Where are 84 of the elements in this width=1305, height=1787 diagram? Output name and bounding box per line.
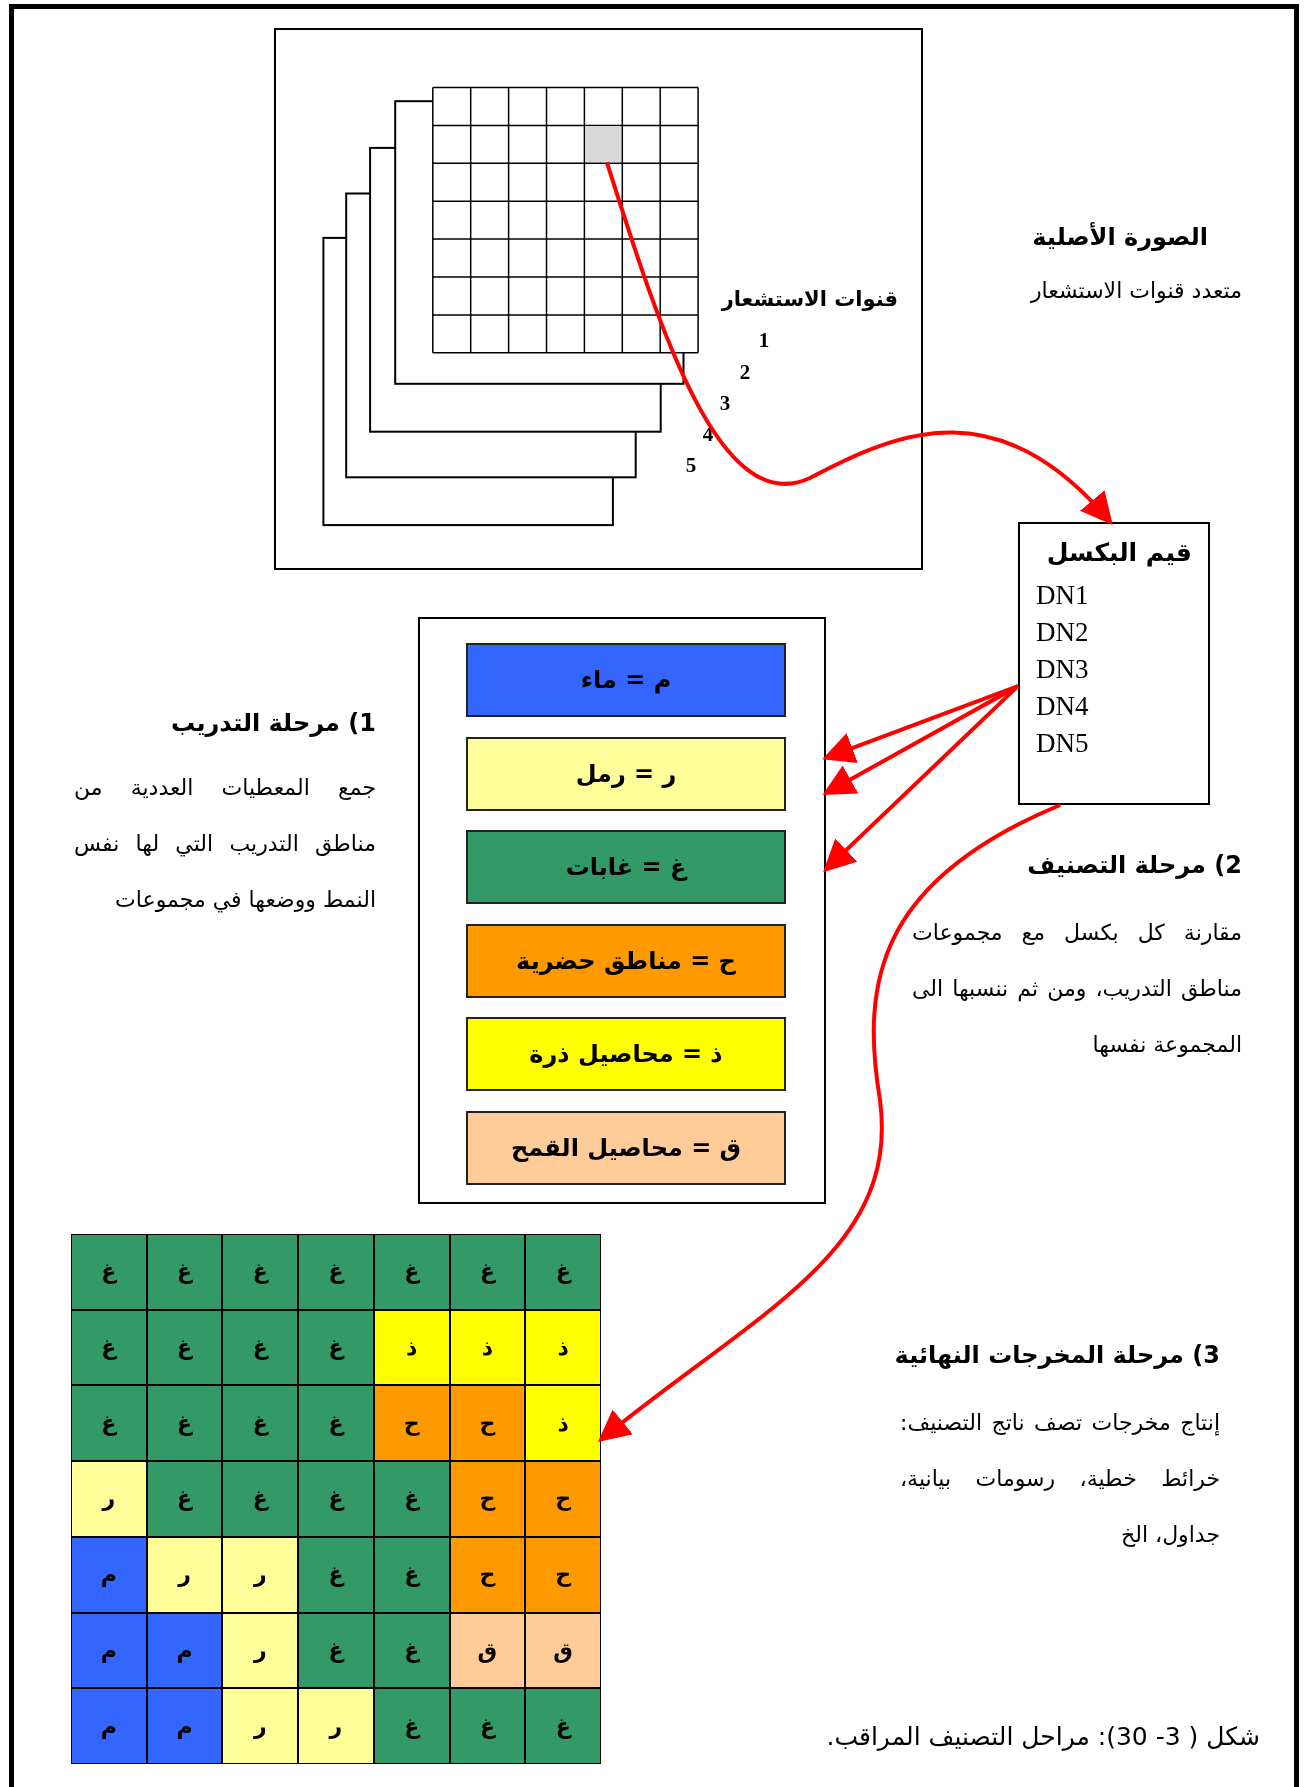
classified-pixel: غ <box>298 1612 374 1689</box>
classified-pixel: غ <box>373 1688 450 1764</box>
classified-pixel: غ <box>222 1385 299 1462</box>
pixel-values-box <box>1018 522 1210 805</box>
classified-pixel: غ <box>71 1234 147 1310</box>
classified-pixel: م <box>71 1536 147 1613</box>
classified-pixel: غ <box>71 1309 147 1386</box>
stage-heading: 3) مرحلة المخرجات النهائية <box>893 1340 1220 1371</box>
classified-pixel: غ <box>146 1385 223 1462</box>
class-panel <box>418 617 826 1204</box>
classified-pixel: غ <box>298 1536 374 1613</box>
stage-description: جمع المعطيات العددية من مناطق التدريب التي لها نفس النمط ووضعها في مجموعات <box>74 774 376 915</box>
arrow <box>605 161 1113 525</box>
classified-pixel: غ <box>373 1461 450 1537</box>
classified-pixel: ذ <box>449 1309 526 1386</box>
stage-description: إنتاج مخرجات تصف ناتج التصنيف: خرائط خطية، رسومات بيانية، جداول، الخ <box>900 1409 1220 1549</box>
stage-description: مقارنة كل بكسل مع مجموعات مناطق التدريب، ومن ثم ننسبها الى المجموعة نفسها <box>912 919 1242 1059</box>
stage-heading: 1) مرحلة التدريب <box>170 708 376 739</box>
classified-pixel: غ <box>525 1234 601 1310</box>
classified-pixel: غ <box>373 1234 450 1310</box>
band-number: 3 <box>718 390 732 417</box>
classified-pixel: ح <box>373 1385 450 1462</box>
band-value: DN2 <box>1036 616 1090 649</box>
class-box: ر = رمل <box>466 736 786 811</box>
classified-pixel: غ <box>525 1688 601 1764</box>
channel-label: قنوات الاستشعار <box>720 286 898 313</box>
classified-pixel: م <box>71 1688 147 1764</box>
highlighted-pixel <box>585 126 622 163</box>
class-box: ق = محاصيل القمح <box>466 1110 786 1185</box>
stage-heading: 2) مرحلة التصنيف <box>1026 850 1242 881</box>
classified-pixel: غ <box>222 1309 299 1386</box>
classified-pixel: ر <box>71 1461 147 1537</box>
classified-pixel: غ <box>298 1461 374 1537</box>
classified-pixel: ذ <box>525 1309 601 1386</box>
classified-pixel: غ <box>222 1461 299 1537</box>
classified-pixel: غ <box>449 1688 526 1764</box>
classified-pixel: غ <box>298 1385 374 1462</box>
classified-pixel: ح <box>449 1536 526 1613</box>
band-value: DN1 <box>1036 579 1090 612</box>
classified-pixel: غ <box>146 1461 223 1537</box>
image-frame <box>274 28 923 570</box>
classified-map <box>71 1234 601 1761</box>
class-box: ذ = محاصيل ذرة <box>466 1017 786 1091</box>
class-box: غ = غابات <box>466 830 786 904</box>
classified-pixel: ر <box>146 1536 223 1613</box>
band-value: DN5 <box>1036 727 1090 760</box>
classified-pixel: غ <box>146 1234 223 1310</box>
classified-pixel: غ <box>373 1612 450 1689</box>
classified-pixel: ذ <box>373 1309 450 1386</box>
classified-pixel: م <box>71 1612 147 1689</box>
band-number: 1 <box>757 327 771 354</box>
figure-caption: شكل ( 3- 30): مراحل التصنيف المراقب. <box>825 1722 1260 1751</box>
classified-pixel: م <box>146 1688 223 1764</box>
classified-pixel: غ <box>71 1385 147 1462</box>
classified-pixel: ر <box>222 1688 299 1764</box>
classified-pixel: ح <box>449 1385 526 1462</box>
classified-pixel: ر <box>298 1688 374 1764</box>
classified-pixel: م <box>146 1612 223 1689</box>
classified-pixel: ر <box>222 1536 299 1613</box>
classified-pixel: ح <box>449 1461 526 1537</box>
classified-pixel: ق <box>525 1612 601 1689</box>
arrow <box>822 684 1019 796</box>
arrow <box>597 803 1062 1442</box>
subheading: متعدد قنوات الاستشعار <box>1029 277 1242 305</box>
classified-pixel: غ <box>373 1536 450 1613</box>
classified-pixel: ر <box>222 1612 299 1689</box>
classified-pixel: غ <box>298 1234 374 1310</box>
band-number: 5 <box>684 452 698 479</box>
classified-pixel: غ <box>449 1234 526 1310</box>
section-heading: الصورة الأصلية <box>1031 222 1208 253</box>
classified-pixel: ح <box>525 1461 601 1537</box>
arrow <box>823 684 1020 873</box>
class-box: ح = مناطق حضرية <box>466 923 786 998</box>
box-heading: قيم البكسل <box>1045 538 1192 567</box>
band-value: DN3 <box>1036 653 1090 686</box>
classified-pixel: ق <box>449 1612 526 1689</box>
band-number: 2 <box>738 359 752 386</box>
classified-pixel: غ <box>222 1234 299 1310</box>
band-value: DN4 <box>1036 690 1090 723</box>
classified-pixel: غ <box>298 1309 374 1386</box>
classified-pixel: ح <box>525 1536 601 1613</box>
classified-pixel: ذ <box>525 1385 601 1462</box>
classified-pixel: غ <box>146 1309 223 1386</box>
class-box: م = ماء <box>466 643 786 717</box>
